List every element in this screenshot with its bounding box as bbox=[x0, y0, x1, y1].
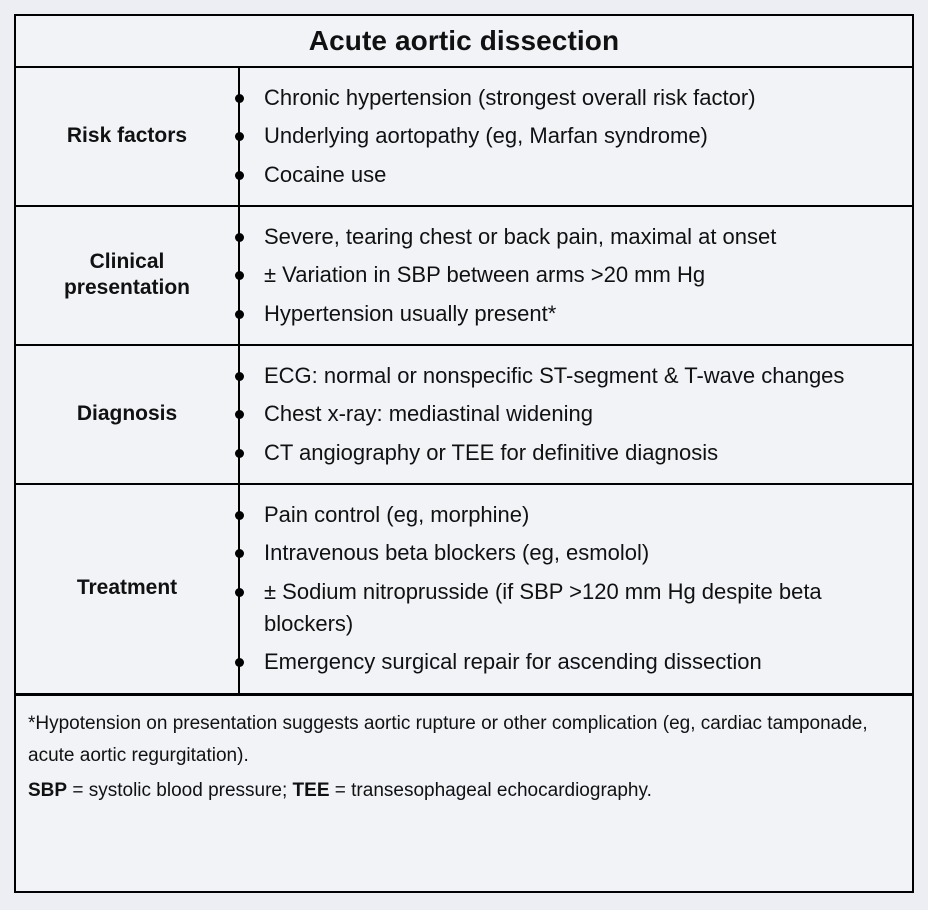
bullet-item: Pain control (eg, morphine) bbox=[235, 499, 894, 531]
table-row: Treatment Pain control (eg, morphine) In… bbox=[16, 484, 912, 696]
bullet-dot-icon bbox=[235, 549, 244, 559]
bullet-dot-icon bbox=[235, 448, 244, 458]
bullet-item: Chronic hypertension (strongest overall … bbox=[235, 82, 894, 114]
table-row: Risk factors Chronic hypertension (stron… bbox=[16, 68, 912, 207]
bullet-item: Hypertension usually present* bbox=[235, 298, 894, 330]
table-row: Clinical presentation Severe, tearing ch… bbox=[16, 206, 912, 346]
bullet-text: Pain control (eg, morphine) bbox=[264, 501, 530, 527]
row-label: Diagnosis bbox=[76, 402, 178, 426]
bullet-item: Intravenous beta blockers (eg, esmolol) bbox=[235, 537, 894, 569]
bullet-text: ECG: normal or nonspecific ST-segment & … bbox=[264, 362, 845, 388]
row-label-cell-risk-factors: Risk factors bbox=[16, 68, 238, 205]
table-title: Acute aortic dissection bbox=[308, 25, 620, 56]
bullet-text: Hypertension usually present* bbox=[264, 300, 557, 326]
bullet-dot-icon bbox=[235, 170, 244, 180]
bullet-item: ± Sodium nitroprusside (if SBP >120 mm H… bbox=[235, 576, 894, 641]
row-content-cell-treatment: Pain control (eg, morphine) Intravenous … bbox=[235, 484, 912, 693]
bullet-text: Emergency surgical repair for ascending … bbox=[264, 649, 762, 675]
row-label-cell-treatment: Treatment bbox=[16, 485, 238, 693]
bullet-dot-icon bbox=[235, 132, 244, 142]
bullet-text: ± Variation in SBP between arms >20 mm H… bbox=[264, 262, 706, 288]
bullet-text: Intravenous beta blockers (eg, esmolol) bbox=[264, 540, 650, 566]
bullet-text: Cocaine use bbox=[264, 161, 387, 187]
table-row: Diagnosis ECG: normal or nonspecific ST-… bbox=[16, 345, 912, 485]
bullet-dot-icon bbox=[235, 587, 244, 597]
bullet-item: Emergency surgical repair for ascending … bbox=[235, 646, 894, 678]
table-title-row: Acute aortic dissection bbox=[16, 16, 912, 68]
bullet-item: Underlying aortopathy (eg, Marfan syndro… bbox=[235, 120, 894, 152]
bullet-dot-icon bbox=[235, 232, 244, 242]
bullet-dot-icon bbox=[235, 658, 244, 668]
abbreviation-term-sbp: SBP bbox=[28, 779, 68, 801]
footnote-note: *Hypotension on presentation suggests ao… bbox=[28, 712, 868, 767]
abbreviation-definition-sbp: = systolic blood pressure; bbox=[67, 779, 293, 801]
abbreviation-term-tee: TEE bbox=[292, 779, 330, 801]
bullet-item: ECG: normal or nonspecific ST-segment & … bbox=[235, 360, 894, 392]
row-content-cell-clinical-presentation: Severe, tearing chest or back pain, maxi… bbox=[235, 206, 912, 344]
footnote-abbreviations: SBP = systolic blood pressure; TEE = tra… bbox=[28, 775, 896, 808]
table-footnote: *Hypotension on presentation suggests ao… bbox=[16, 695, 912, 818]
bullet-dot-icon bbox=[235, 94, 244, 103]
row-label: Treatment bbox=[76, 576, 178, 600]
bullet-dot-icon bbox=[235, 510, 244, 520]
row-content-cell-risk-factors: Chronic hypertension (strongest overall … bbox=[235, 68, 912, 205]
bullet-text: CT angiography or TEE for definitive dia… bbox=[264, 439, 719, 465]
bullet-dot-icon bbox=[235, 309, 244, 319]
bullet-text: Chest x-ray: mediastinal widening bbox=[264, 401, 593, 427]
row-label-cell-diagnosis: Diagnosis bbox=[16, 346, 238, 483]
bullet-text: Severe, tearing chest or back pain, maxi… bbox=[264, 223, 777, 249]
row-label: Risk factors bbox=[66, 124, 188, 148]
abbreviation-definition-tee: = transesophageal echocardiography. bbox=[329, 779, 652, 801]
bullet-dot-icon bbox=[235, 371, 244, 381]
bullet-item: Cocaine use bbox=[235, 159, 894, 191]
row-label-cell-clinical-presentation: Clinical presentation bbox=[16, 207, 238, 344]
bullet-dot-icon bbox=[235, 410, 244, 420]
row-label: Clinical presentation bbox=[63, 249, 191, 300]
table-body: Risk factors Chronic hypertension (stron… bbox=[16, 68, 912, 696]
bullet-dot-icon bbox=[235, 271, 244, 281]
acute-aortic-dissection-table: Acute aortic dissection Risk factors Chr… bbox=[14, 14, 914, 893]
bullet-text: Underlying aortopathy (eg, Marfan syndro… bbox=[264, 123, 708, 149]
bullet-text: Chronic hypertension (strongest overall … bbox=[264, 85, 756, 110]
row-content-cell-diagnosis: ECG: normal or nonspecific ST-segment & … bbox=[235, 345, 912, 483]
bullet-item: CT angiography or TEE for definitive dia… bbox=[235, 437, 894, 469]
bullet-item: ± Variation in SBP between arms >20 mm H… bbox=[235, 259, 894, 291]
bullet-item: Severe, tearing chest or back pain, maxi… bbox=[235, 221, 894, 253]
bullet-text: ± Sodium nitroprusside (if SBP >120 mm H… bbox=[264, 578, 822, 636]
bullet-item: Chest x-ray: mediastinal widening bbox=[235, 398, 894, 430]
